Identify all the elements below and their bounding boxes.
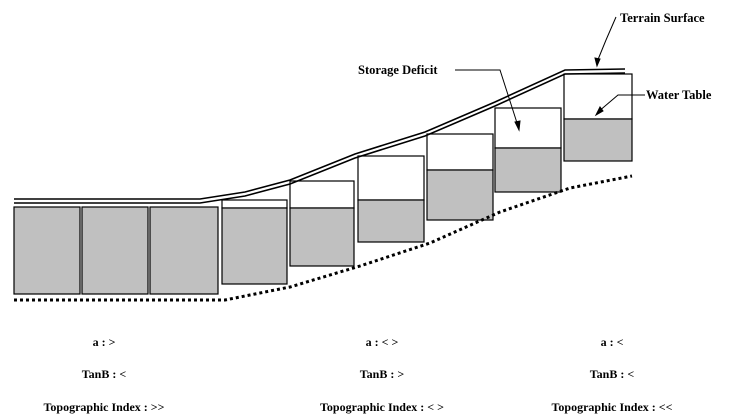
- topographic-index-label-midslope: Topographic Index : < >: [320, 400, 444, 414]
- soil-columns: [13, 73, 633, 295]
- storage-deficit-5: [289, 180, 355, 209]
- storage-deficit-6: [357, 155, 425, 201]
- annotation-group-flat: a : > TanB : < Topographic Index : >>: [44, 335, 165, 414]
- terrain-surface-label: Terrain Surface: [620, 11, 705, 25]
- storage-deficit-8: [494, 107, 562, 149]
- terrain-surface: [14, 68, 626, 204]
- topographic-index-label-flat: Topographic Index : >>: [44, 400, 165, 414]
- water-table-leader: [597, 94, 645, 113]
- saturated-zone-5: [289, 207, 355, 267]
- saturated-zone-6: [357, 199, 425, 243]
- bedrock-dotted-line: [14, 174, 633, 302]
- storage-deficit-7: [426, 133, 494, 171]
- annotation-group-midslope: a : < > TanB : > Topographic Index : < >: [320, 335, 444, 414]
- terrain-surface-line-upper: [14, 68, 626, 200]
- slope-label-ridge: TanB : <: [590, 367, 635, 381]
- topographic-index-label-ridge: Topographic Index : <<: [552, 400, 673, 414]
- saturated-zone-7: [426, 169, 494, 221]
- saturated-zone-1: [13, 206, 81, 295]
- saturated-zone-9: [563, 118, 633, 162]
- saturated-zone-8: [494, 147, 562, 193]
- leader-lines: [455, 16, 645, 132]
- terrain-surface-arrowhead: [594, 57, 601, 68]
- saturated-zone-2: [81, 206, 149, 295]
- upslope-area-label-flat: a : >: [93, 335, 116, 349]
- storage-deficit-leader: [455, 69, 519, 127]
- saturated-zone-3: [149, 206, 219, 295]
- storage-deficit-arrowhead: [514, 120, 521, 132]
- upslope-area-label-ridge: a : <: [601, 335, 624, 349]
- upslope-area-label-midslope: a : < >: [366, 335, 399, 349]
- terrain-surface-leader: [596, 16, 617, 63]
- terrain-surface-line-lower: [14, 72, 626, 204]
- water-table-label: Water Table: [646, 88, 712, 102]
- storage-deficit-label: Storage Deficit: [358, 63, 438, 77]
- slope-label-flat: TanB : <: [82, 367, 127, 381]
- slope-label-midslope: TanB : >: [360, 367, 405, 381]
- water-table-arrowhead: [594, 106, 604, 117]
- storage-deficit-4: [221, 199, 288, 209]
- saturated-zone-4: [221, 207, 288, 285]
- annotation-group-ridge: a : < TanB : < Topographic Index : <<: [552, 335, 673, 414]
